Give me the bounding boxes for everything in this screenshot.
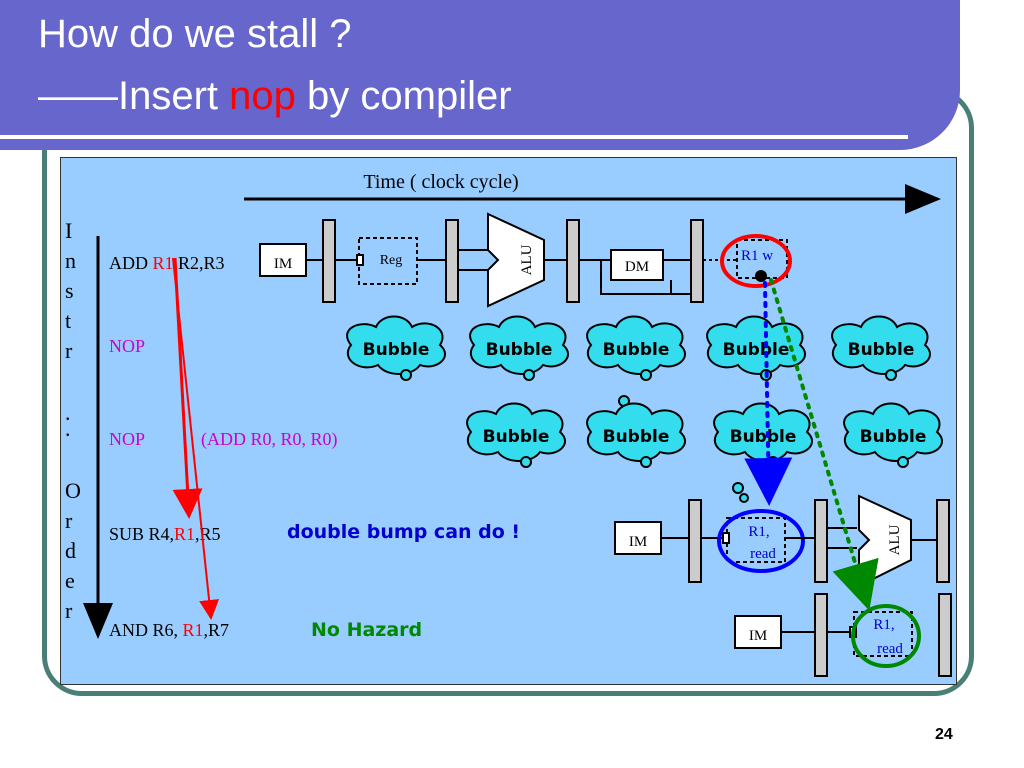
sub-read-label: read: [750, 546, 776, 562]
blue-circle-r1-read: [717, 509, 805, 573]
pipeline-diagram: Time ( clock cycle) I n s t r . . O r d …: [65, 171, 952, 677]
sub-alu-label: ALU: [887, 524, 903, 555]
order-axis-label: I n s t r . . O r d e r: [65, 218, 81, 623]
nop2-bubbles: Bubble Bubble Bubble Bubble: [466, 395, 944, 503]
bubble: Bubble: [713, 402, 814, 468]
instr-add: ADD R1,R2,R3: [109, 253, 225, 273]
slide-title-line2: ——Insert nop by compiler: [38, 74, 512, 119]
and-pipeline: IM R1, read: [734, 593, 952, 677]
title-banner: [0, 0, 960, 150]
svg-text:Bubble: Bubble: [603, 427, 670, 447]
annotation-double-bump: double bump can do !: [287, 521, 520, 543]
add-reg-label: Reg: [380, 253, 403, 268]
svg-text:Bubble: Bubble: [363, 340, 430, 360]
sub-alu-stage: [858, 494, 912, 588]
svg-text:e: e: [65, 568, 75, 593]
and-im-label: IM: [749, 628, 767, 644]
svg-text:s: s: [65, 278, 74, 303]
nop1-bubbles: Bubble Bubble Bubble Bubble Bubble: [346, 315, 932, 381]
svg-text:.: .: [65, 400, 71, 425]
banner-underline: [0, 135, 908, 139]
add-pipe-reg-4: [690, 219, 704, 303]
and-im-stage: [734, 615, 782, 649]
add-im-stage: [259, 243, 307, 277]
title-suffix: by compiler: [295, 74, 512, 118]
sub-im-label: IM: [629, 534, 647, 550]
add-im-label: IM: [274, 256, 292, 272]
svg-text:.: .: [65, 416, 71, 441]
instr-nop-1: NOP: [109, 336, 145, 356]
instr-and: AND R6, R1,R7: [109, 620, 229, 640]
title-highlight-nop: nop: [229, 74, 296, 118]
add-alu-label: ALU: [519, 244, 535, 275]
page-number: 24: [935, 726, 953, 743]
svg-text:Bubble: Bubble: [486, 340, 553, 360]
svg-text:Bubble: Bubble: [860, 427, 927, 447]
red-circle-r1-write: [720, 234, 792, 288]
bubble: Bubble: [706, 315, 807, 381]
sub-pipe-reg-2: [814, 499, 828, 583]
pipeline-diagram-panel: Time ( clock cycle) I n s t r . . O r d …: [60, 157, 957, 685]
svg-text:r: r: [65, 598, 73, 623]
and-r1-label: R1,: [873, 617, 894, 633]
add-pipe-reg-3: [566, 219, 580, 303]
bubble: Bubble: [469, 315, 570, 381]
svg-text:n: n: [65, 248, 76, 273]
add-pipeline: IM Reg ALU DM R1 w: [259, 212, 792, 308]
svg-text:I: I: [65, 218, 72, 243]
bubble: Bubble: [586, 402, 687, 468]
and-pipe-reg-2: [938, 593, 952, 677]
bubble: Bubble: [346, 315, 447, 381]
svg-text:Bubble: Bubble: [730, 427, 797, 447]
svg-text:Bubble: Bubble: [483, 427, 550, 447]
time-axis-label: Time ( clock cycle): [363, 171, 518, 193]
add-dm-label: DM: [625, 259, 649, 275]
add-alu-stage: [487, 212, 545, 308]
sub-pipe-reg-3: [936, 499, 950, 583]
bubble: Bubble: [843, 402, 944, 468]
sub-r1-label: R1,: [748, 524, 769, 540]
sub-pipe-reg-1: [688, 499, 702, 583]
and-pipe-reg-1: [814, 593, 828, 677]
instr-nop-2: NOP: [109, 429, 145, 449]
green-dotted-arrow: [769, 278, 879, 611]
green-circle-r1-read: [851, 604, 921, 668]
bubble: Bubble: [466, 402, 567, 468]
svg-text:r: r: [65, 338, 73, 363]
svg-text:Bubble: Bubble: [848, 340, 915, 360]
instr-nop-2-note: (ADD R0, R0, R0): [201, 429, 338, 450]
bubble: Bubble: [831, 315, 932, 381]
bubble: Bubble: [586, 315, 687, 381]
annotation-no-hazard: No Hazard: [311, 619, 422, 641]
svg-text:d: d: [65, 538, 76, 563]
add-pipe-reg-2: [445, 219, 459, 303]
add-wb-dot: [755, 270, 767, 282]
blue-dotted-arrow: [744, 281, 793, 506]
sub-pipeline: IM R1, read ALU: [614, 494, 950, 588]
red-arrow-add-to-and: [172, 257, 220, 620]
slide-title-line1: How do we stall ?: [38, 12, 352, 56]
svg-text:r: r: [65, 508, 73, 533]
svg-text:Bubble: Bubble: [723, 340, 790, 360]
svg-text:O: O: [65, 478, 81, 503]
and-read-label: read: [877, 641, 903, 657]
svg-text:t: t: [65, 308, 71, 333]
svg-text:Bubble: Bubble: [603, 340, 670, 360]
add-r1w-label: R1 w: [741, 248, 773, 264]
add-dm-stage: [610, 249, 664, 281]
title-prefix: ——Insert: [38, 74, 230, 118]
add-pipe-reg-1: [322, 219, 336, 303]
